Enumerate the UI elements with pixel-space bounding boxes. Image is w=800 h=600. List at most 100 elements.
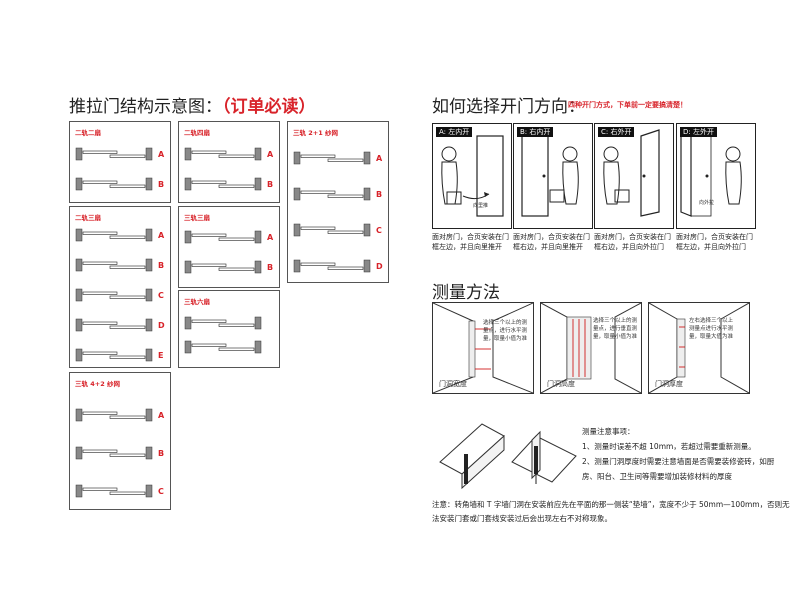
measure-notes: 测量注意事项： 1、测量时误差不超 10mm，若超过需要重新测量。 2、测量门洞… [582,424,787,484]
measure-illustration [432,302,534,394]
wall-right [145,484,153,498]
track-row: E [75,348,163,362]
panel-title: 三轨六扇 [184,298,210,306]
panel-title: 二轨二扇 [75,129,101,137]
track-diagram [184,316,262,354]
wall-right [145,288,153,302]
row-label: E [158,351,163,360]
door-leaf [109,235,146,239]
door-direction-title: 如何选择开门方向： [432,97,585,117]
row-label: B [376,190,382,199]
measure-title: 测量方法 [432,283,500,303]
notes-item-1: 1、测量时误差不超 10mm，若超过需要重新测量。 [582,442,756,451]
wall-left [75,408,83,422]
wall-right [363,187,371,201]
track-row: A [293,151,383,165]
wall-right [145,446,153,460]
notes-title: 测量注意事项： [582,427,635,436]
door-leaf [300,226,336,230]
structure-title: 推拉门结构示意图：（订单必读） [69,92,316,117]
door-leaf [327,194,364,198]
row-label: A [376,154,383,163]
wall-right [254,340,262,354]
wall-left [293,151,301,165]
wall-right [363,223,371,237]
track-row: B [184,177,273,191]
wall-right [145,177,153,191]
panel-title: 三轨三扇 [184,214,210,222]
wall-right [145,318,153,332]
row-label: A [158,411,165,420]
door-arrow-text: 向外拉 [699,199,714,206]
door-leaf [82,231,118,235]
door-leaf [218,237,255,241]
track-row: B [184,260,273,274]
door-leaf [327,158,364,162]
track-diagram: ABC [75,408,165,498]
row-label: B [267,263,273,272]
door-illustration: 向里推 [441,135,504,217]
measure-illustration [540,302,642,394]
track-row: A [75,408,165,422]
wall-left [184,340,192,354]
door-leaf [191,233,227,237]
wall-left [75,147,83,161]
row-label: B [158,180,164,189]
wall-right [254,230,262,244]
door-leaf [82,411,118,415]
wall-left [184,147,192,161]
track-row: B [75,177,164,191]
track-row: D [75,318,165,332]
panel-three-track-six-leaf: 三轨六扇 [178,290,280,368]
door-leaf [218,154,255,158]
measure-note: 选择三个以上的测量点，进行垂直测量，取量小值为准 [593,318,638,340]
track-row: C [75,288,164,302]
door-desc-d: 面对房门，合页安装在门框左边，并且向外拉门 [676,233,753,251]
row-label: B [158,449,164,458]
door-leaf [109,184,146,188]
track-row: D [293,259,383,273]
wall-left [184,230,192,244]
track-row: A [184,230,274,244]
wall-left [75,177,83,191]
door-leaf [218,267,255,271]
track-diagram: AB [75,147,165,191]
door-leaf [82,180,118,184]
door-leaf [327,230,364,234]
door-leaf [109,415,146,419]
door-label: A: 左内开 [436,127,473,137]
wall-right [254,316,262,330]
track-row: A [184,147,274,161]
door-desc-b: 面对房门，合页安装在门框右边，并且向里推开 [513,233,590,251]
door-figure-d: D: 左外开 向外拉 [676,123,756,229]
wall-left [293,187,301,201]
door-direction-note: 四种开门方式，下单前一定要搞清楚！ [568,101,687,109]
door-leaf [82,261,118,265]
door-leaf [218,184,255,188]
wall-right [145,258,153,272]
door-leaf [218,323,255,327]
door-leaf [82,487,118,491]
wall-left [75,348,83,362]
door-illustration: 向外拉 [680,128,742,217]
measure-caption: 门洞宽度 [439,380,467,388]
panel-title: 三轨 4+2 纱网 [75,380,121,388]
structure-title-text: 推拉门结构示意图： [69,97,222,117]
door-leaf [109,154,146,158]
row-label: A [267,150,274,159]
track-row: C [293,223,382,237]
wall-left [184,260,192,274]
track-row: B [75,258,164,272]
row-label: A [158,150,165,159]
measure-caption: 门洞高度 [547,380,575,388]
wall-right [363,151,371,165]
track-row [184,316,262,330]
track-row: A [75,228,165,242]
track-row [184,340,262,354]
wall-left [75,318,83,332]
measure-box-width: 选择三个以上的测量点，进行水平测量，取量小值为准 门洞宽度 [432,302,534,394]
row-label: C [376,226,382,235]
wall-left [75,228,83,242]
